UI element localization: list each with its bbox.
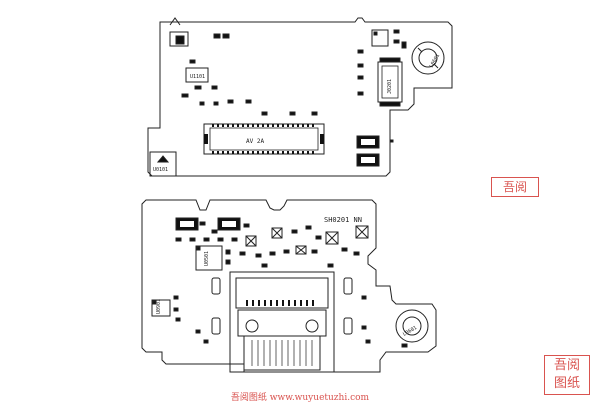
top-clip-pad: [175, 35, 185, 45]
upper-board: [147, 17, 453, 177]
coil-l0601-upper: [411, 41, 445, 75]
lower-board: [141, 199, 437, 373]
ic-u0501: [195, 245, 223, 271]
part-x3: [325, 231, 339, 245]
lower-board-outline: [141, 199, 437, 373]
label-shield: SH0201 NN: [324, 216, 362, 224]
label-u0501: U0501: [204, 251, 210, 266]
top-clip-body: [169, 31, 189, 47]
top-clip: [169, 17, 181, 26]
upper-board-outline: [147, 17, 453, 177]
label-conn-center: AV 2A: [246, 138, 264, 145]
label-u1101: U1101: [190, 74, 205, 80]
usb-c-pins: [246, 300, 314, 306]
label-j0201: J0201: [387, 79, 393, 94]
coil-l0601-lower: [395, 309, 429, 343]
ic-u0101: [149, 151, 177, 177]
part-x2: [271, 227, 283, 239]
usb-c-connector: [211, 271, 353, 373]
connector-center-pins: [204, 124, 324, 154]
label-u0101: U0101: [153, 167, 168, 173]
ic-u1101: [185, 67, 209, 83]
watermark-seal-bottom-line1: 吾阅: [553, 358, 580, 373]
label-u0901: U0901: [156, 299, 162, 314]
watermark-seal-bottom-line2: 图纸: [553, 376, 580, 391]
ic-upper-right: [371, 29, 389, 47]
label-l0601-upper: L0601: [429, 53, 442, 69]
watermark-footer: 吾阅图纸 www.wuyuetuzhi.com: [230, 393, 370, 403]
part-x1: [245, 235, 257, 247]
watermark-seal-bottom: 吾阅 图纸: [544, 355, 590, 395]
part-x5: [295, 245, 307, 255]
part-x4: [355, 225, 369, 239]
watermark-seal-top: 吾阅: [491, 177, 539, 197]
label-l0601-lower: L0601: [402, 325, 418, 338]
ic-u0901: [151, 299, 171, 317]
